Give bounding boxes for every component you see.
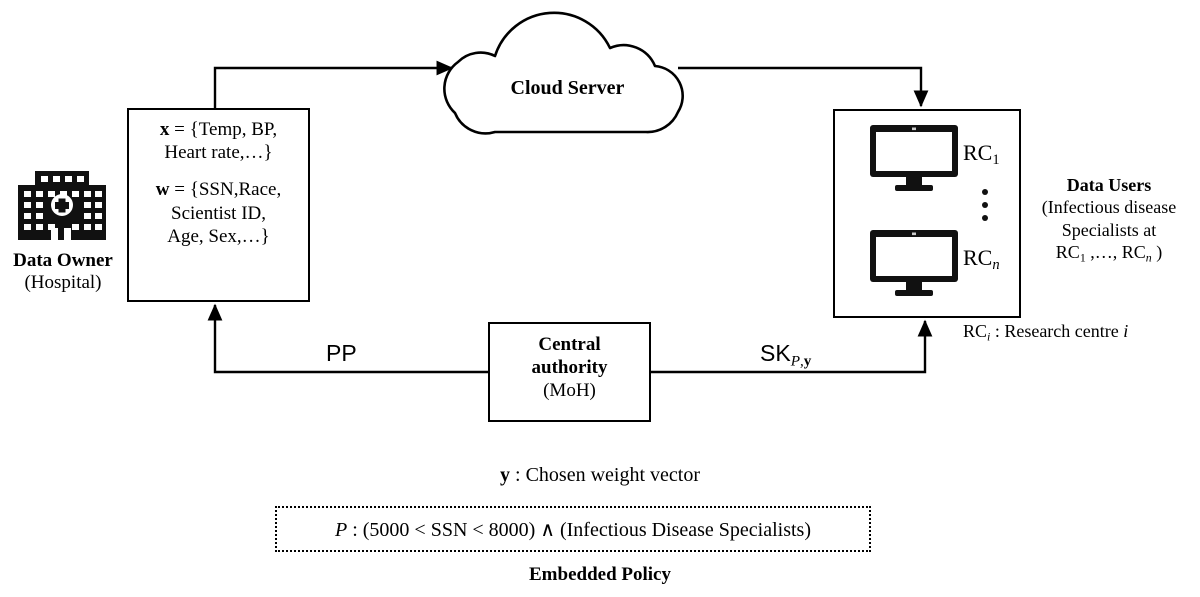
attribute-w-line3: Age, Sex,…} <box>167 225 270 247</box>
research-centre-label-1: RC1 <box>963 140 1000 169</box>
attribute-x-line2: Heart rate,…} <box>164 142 273 164</box>
cloud-server-label: Cloud Server <box>510 77 625 99</box>
pp-label: PP <box>326 340 357 366</box>
wire-owner-to-cloud <box>213 60 454 108</box>
sk-label: SKP,y <box>760 340 812 370</box>
central-authority-box <box>488 322 651 422</box>
math-symbol: w <box>155 179 170 201</box>
data-owner-attributes: x = {Temp, BP, Heart rate,…} w = {SSN,Ra… <box>127 118 310 248</box>
vertical-ellipsis-icon <box>982 189 988 221</box>
data-owner-title: Data Owner <box>13 250 113 271</box>
math-symbol: x <box>159 119 170 140</box>
data-users-line1: (Infectious disease <box>1041 197 1177 218</box>
wire-sk <box>651 319 933 374</box>
data-owner-subtitle: (Hospital) <box>24 272 102 294</box>
rc-label-base: RC <box>963 140 993 165</box>
data-users-caption: Data Users (Infectious disease Specialis… <box>1018 174 1200 265</box>
central-authority-sub: (MoH) <box>543 379 596 401</box>
attribute-w-line2: Scientist ID, <box>171 202 266 224</box>
central-authority-text: Central authority (MoH) <box>488 334 651 402</box>
rc-label-sub: 1 <box>992 152 1000 169</box>
research-centres-box <box>833 109 1021 318</box>
data-users-title: Data Users <box>1066 175 1152 195</box>
weight-vector-legend: y : Chosen weight vector <box>500 464 700 486</box>
attribute-w-line1: w = {SSN,Race, <box>155 179 282 201</box>
embedded-policy-box: P : (5000 < SSN < 8000) ∧ (Infectious Di… <box>275 506 871 552</box>
wire-cloud-to-rc <box>678 66 929 108</box>
data-users-line3: RC1 ,…, RCn ) <box>1055 241 1163 265</box>
research-centre-legend: RCi : Research centre i <box>963 321 1129 344</box>
wire-pp <box>207 303 488 374</box>
rc-label-base: RC <box>963 245 993 270</box>
data-owner-box <box>127 108 310 302</box>
attribute-x-line1: x = {Temp, BP, <box>159 119 278 140</box>
embedded-policy-text: P : (5000 < SSN < 8000) ∧ (Infectious Di… <box>334 518 812 541</box>
central-authority-title-line2: authority <box>531 356 608 378</box>
cloud-shape <box>443 11 684 135</box>
central-authority-title-line1: Central <box>538 334 601 355</box>
embedded-policy-label: Embedded Policy <box>529 564 671 585</box>
monitor-icon <box>870 230 958 296</box>
hospital-icon <box>18 171 106 240</box>
research-centre-label-n: RCn <box>963 245 1000 274</box>
rc-label-sub: n <box>992 257 1000 274</box>
data-owner-caption: Data Owner (Hospital) <box>0 250 126 295</box>
monitor-icon <box>870 125 958 191</box>
data-users-line2: Specialists at <box>1061 219 1157 240</box>
